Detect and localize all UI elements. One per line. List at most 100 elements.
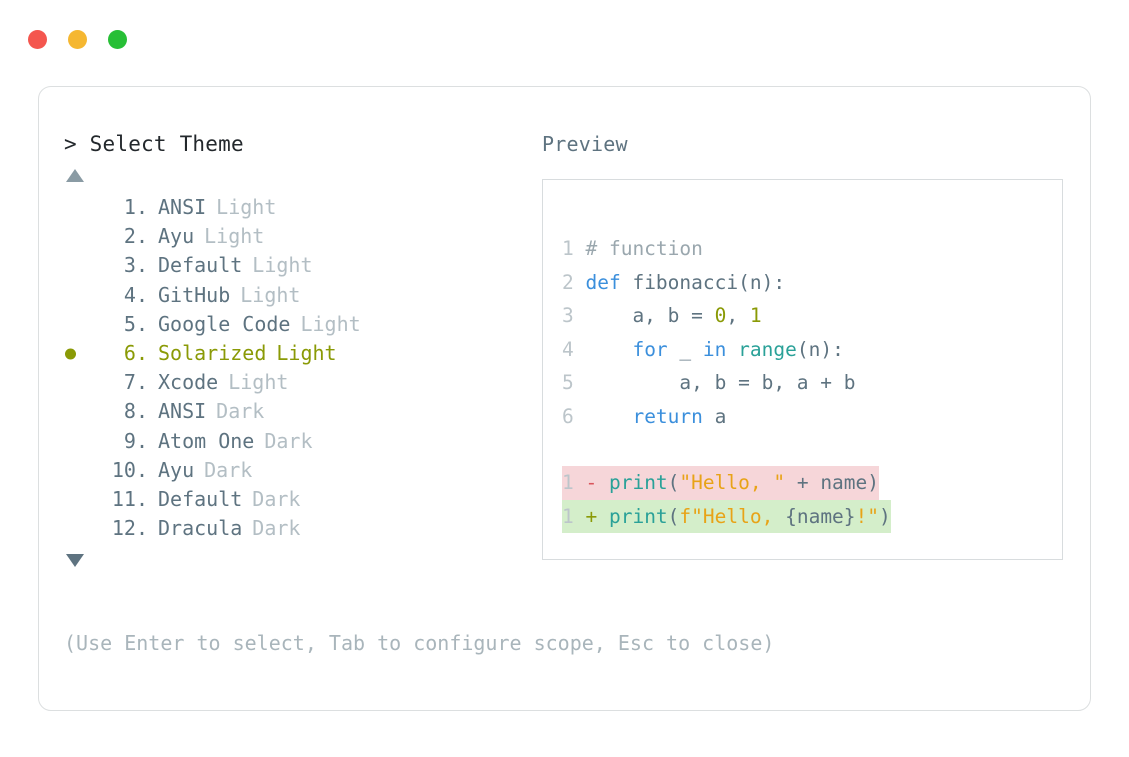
code-token: f"Hello, <box>679 504 786 528</box>
theme-item-number: 3. <box>123 253 148 278</box>
theme-list-item[interactable]: 5. Google Code Light <box>64 310 544 339</box>
code-token: fibonacci(n): <box>632 270 786 294</box>
theme-item-variant: Light <box>216 195 277 219</box>
maximize-button[interactable] <box>108 30 127 49</box>
theme-item-number: 7. <box>123 370 148 395</box>
diff-added-line: 1 + print(f"Hello, {name}!") <box>562 499 891 533</box>
selected-bullet-icon <box>65 406 76 417</box>
theme-item-number: 1. <box>123 195 148 219</box>
code-token: def <box>585 270 633 294</box>
selected-bullet-icon <box>65 290 76 301</box>
page-title: > Select Theme <box>64 132 244 156</box>
theme-item-variant: Light <box>240 282 301 307</box>
code-line: 1 # function <box>562 232 1062 266</box>
theme-item-number: 12. <box>111 516 148 541</box>
theme-item-variant: Dark <box>216 399 265 424</box>
code-token: + name) <box>785 471 880 494</box>
code-line: 6 return a <box>562 400 1062 434</box>
code-token: print <box>608 504 668 528</box>
code-token: 0 <box>714 304 727 327</box>
code-token: 1 <box>749 304 762 327</box>
theme-item-variant: Light <box>204 224 265 249</box>
scroll-up-icon[interactable] <box>66 169 84 182</box>
diff-line: 1 - print("Hello, " + name) <box>562 466 1062 500</box>
line-number: 2 <box>562 270 586 294</box>
theme-item-variant: Light <box>252 253 313 278</box>
code-token: {name} <box>785 504 856 528</box>
selected-bullet-icon <box>65 465 76 476</box>
keyboard-hint: (Use Enter to select, Tab to configure s… <box>64 631 775 655</box>
selected-bullet-icon <box>65 319 76 330</box>
code-token: ) <box>879 504 891 528</box>
selected-bullet-icon <box>65 202 76 213</box>
code-token: a, b = b, a + b <box>585 371 856 394</box>
code-line: 4 for _ in range(n): <box>562 333 1062 367</box>
code-token: print <box>608 471 668 494</box>
code-token: ( <box>667 471 680 494</box>
selected-bullet-icon <box>65 377 76 388</box>
scroll-down-icon[interactable] <box>66 554 84 568</box>
theme-list-item[interactable]: 10. Ayu Dark <box>64 456 544 485</box>
code-line: 2 def fibonacci(n): <box>562 266 1062 300</box>
theme-item-variant: Light <box>276 340 337 365</box>
window-traffic-lights <box>28 30 127 49</box>
theme-item-variant: Dark <box>204 457 253 482</box>
preview-label: Preview <box>542 132 628 156</box>
theme-list-item[interactable]: 7. Xcode Light <box>64 368 544 397</box>
code-token: (n): <box>796 337 844 361</box>
line-number: 1 <box>562 237 586 260</box>
theme-item-variant: Light <box>228 370 289 395</box>
code-token: !" <box>855 504 880 528</box>
line-number: 6 <box>562 404 586 428</box>
theme-item-name: Default <box>158 486 243 511</box>
theme-item-name: Ayu <box>158 457 195 482</box>
theme-item-name: Xcode <box>158 370 219 395</box>
line-number: 4 <box>562 337 586 361</box>
code-token: range <box>738 337 797 361</box>
theme-item-variant: Light <box>300 311 361 336</box>
code-token: ( <box>667 504 680 528</box>
close-button[interactable] <box>28 30 47 49</box>
theme-item-number: 4. <box>123 282 148 307</box>
code-diff-sample: 1 - print("Hello, " + name)1 + print(f"H… <box>562 466 1062 533</box>
theme-list-item[interactable]: 3. Default Light <box>64 251 544 280</box>
theme-item-variant: Dark <box>252 486 301 511</box>
theme-item-name: Default <box>158 253 243 278</box>
line-number: 1 <box>562 471 586 494</box>
diff-removed-line: 1 - print("Hello, " + name) <box>562 466 880 500</box>
selected-bullet-icon <box>65 523 76 534</box>
code-token: in <box>702 337 727 361</box>
minimize-button[interactable] <box>68 30 87 49</box>
code-token: # function <box>585 237 703 260</box>
selected-bullet-icon <box>65 494 76 505</box>
theme-item-name: Dracula <box>158 516 243 541</box>
theme-item-number: 5. <box>123 311 148 336</box>
selected-bullet-icon <box>65 436 76 447</box>
theme-item-number: 10. <box>111 457 148 482</box>
code-token: for <box>632 337 668 361</box>
code-token <box>726 338 738 361</box>
theme-item-variant: Dark <box>264 428 313 453</box>
code-token: _ <box>667 337 703 361</box>
theme-item-number: 9. <box>123 428 148 453</box>
code-token: "Hello, " <box>679 471 786 494</box>
theme-item-name: Google Code <box>158 311 291 336</box>
diff-marker: + <box>585 504 609 528</box>
theme-item-number: 6. <box>123 340 148 365</box>
theme-item-name: Ayu <box>158 224 195 249</box>
code-token: a <box>702 404 727 428</box>
